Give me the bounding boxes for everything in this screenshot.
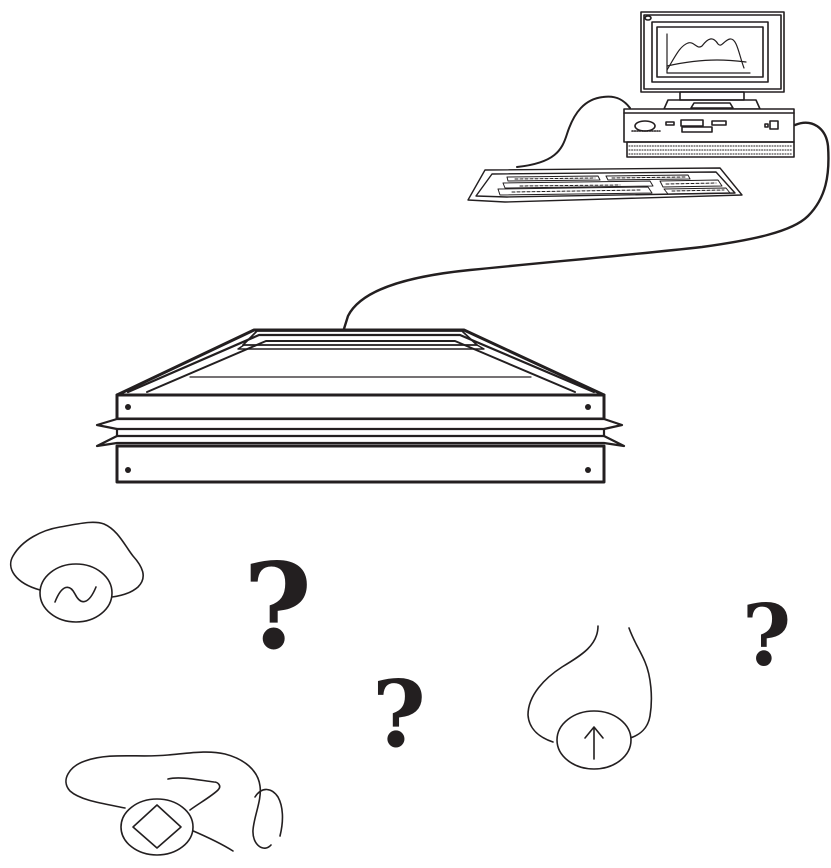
monitor	[641, 12, 784, 109]
keyboard-icon	[468, 168, 742, 202]
diamond-probe-icon	[66, 752, 282, 855]
question-mark-left: ?	[243, 548, 312, 666]
question-mark-center: ?	[372, 668, 426, 760]
probe-ac-meter	[40, 564, 112, 622]
rack-unit-icon	[97, 330, 624, 482]
system-unit	[624, 109, 794, 157]
desktop-computer-icon	[624, 12, 794, 157]
question-mark-right: ?	[742, 594, 791, 678]
arrow-up-probe-icon	[528, 626, 651, 769]
keyboard-cable	[517, 97, 630, 167]
probe-digital-meter	[121, 799, 193, 855]
sine-wave-probe-icon	[11, 522, 143, 622]
unit-data-cable	[343, 123, 828, 332]
